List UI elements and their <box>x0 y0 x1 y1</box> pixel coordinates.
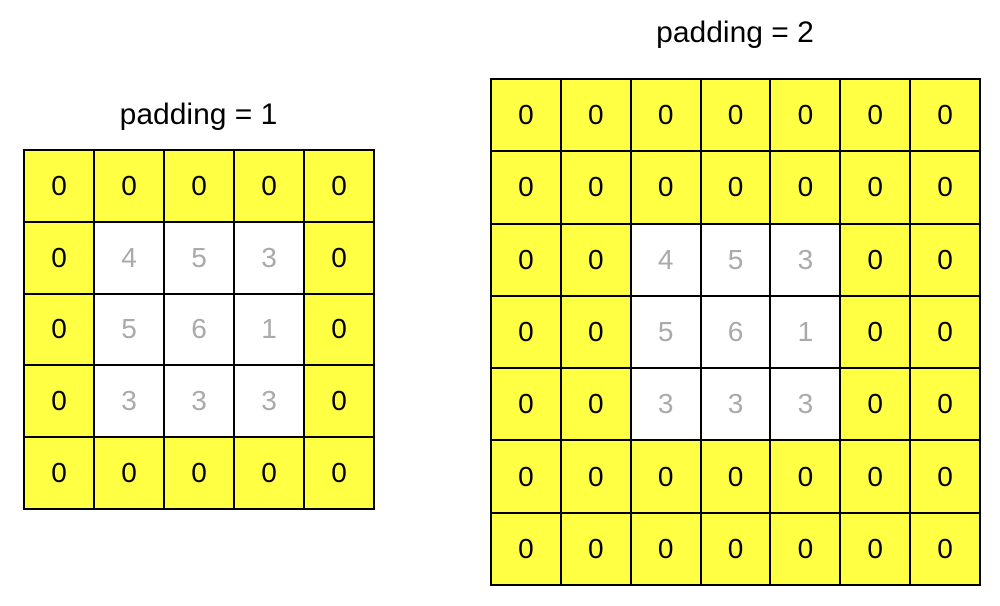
padding-cell: 0 <box>771 152 842 225</box>
padding-cell: 0 <box>701 152 772 225</box>
padding-cell: 0 <box>631 513 702 586</box>
padding-cell: 0 <box>631 80 702 153</box>
input-cell: 4 <box>631 224 702 297</box>
padding-cell: 0 <box>25 294 95 367</box>
input-cell: 3 <box>95 366 165 439</box>
padding-cell: 0 <box>841 152 912 225</box>
padding-cell: 0 <box>561 369 632 442</box>
padding-cell: 0 <box>235 438 305 510</box>
padding-cell: 0 <box>841 224 912 297</box>
padding-cell: 0 <box>911 80 981 153</box>
input-cell: 3 <box>235 366 305 439</box>
padding-cell: 0 <box>492 441 562 514</box>
padding-cell: 0 <box>911 513 981 586</box>
padding-cell: 0 <box>701 441 772 514</box>
input-cell: 1 <box>235 294 305 367</box>
input-cell: 3 <box>701 369 772 442</box>
padding-cell: 0 <box>911 224 981 297</box>
padding-cell: 0 <box>841 513 912 586</box>
padding-cell: 0 <box>771 80 842 153</box>
padding-cell: 0 <box>165 438 235 510</box>
padding-cell: 0 <box>561 296 632 370</box>
input-cell: 3 <box>631 369 702 442</box>
input-cell: 5 <box>95 294 165 367</box>
padding-cell: 0 <box>305 294 375 367</box>
padding-cell: 0 <box>305 366 375 439</box>
padding-cell: 0 <box>25 438 95 510</box>
padding-cell: 0 <box>561 441 632 514</box>
padding-cell: 0 <box>305 438 375 510</box>
padding-cell: 0 <box>492 369 562 442</box>
padding-cell: 0 <box>25 222 95 295</box>
padding-cell: 0 <box>701 513 772 586</box>
input-cell: 3 <box>771 224 842 297</box>
padding-cell: 0 <box>631 152 702 225</box>
input-cell: 3 <box>165 366 235 439</box>
padding-cell: 0 <box>492 513 562 586</box>
padding-cell: 0 <box>561 152 632 225</box>
padding-cell: 0 <box>911 296 981 370</box>
padding-cell: 0 <box>305 151 375 223</box>
padding-cell: 0 <box>771 513 842 586</box>
input-cell: 1 <box>771 296 842 370</box>
padding-cell: 0 <box>701 80 772 153</box>
input-cell: 5 <box>165 222 235 295</box>
padding-1-title: padding = 1 <box>119 98 278 131</box>
input-cell: 6 <box>165 294 235 367</box>
padding-cell: 0 <box>771 441 842 514</box>
padding-cell: 0 <box>492 152 562 225</box>
padding-cell: 0 <box>492 296 562 370</box>
padding-cell: 0 <box>561 80 632 153</box>
padding-cell: 0 <box>911 441 981 514</box>
padding-cell: 0 <box>911 369 981 442</box>
input-cell: 5 <box>701 224 772 297</box>
padding-cell: 0 <box>95 151 165 223</box>
padding-cell: 0 <box>492 80 562 153</box>
padding-cell: 0 <box>165 151 235 223</box>
padding-cell: 0 <box>841 296 912 370</box>
padding-cell: 0 <box>841 80 912 153</box>
padding-cell: 0 <box>911 152 981 225</box>
padding-cell: 0 <box>95 438 165 510</box>
input-cell: 4 <box>95 222 165 295</box>
padding-cell: 0 <box>561 513 632 586</box>
input-cell: 6 <box>701 296 772 370</box>
padding-cell: 0 <box>841 441 912 514</box>
padding-cell: 0 <box>492 224 562 297</box>
padding-cell: 0 <box>235 151 305 223</box>
input-cell: 3 <box>771 369 842 442</box>
padding-cell: 0 <box>25 151 95 223</box>
padding-2-title: padding = 2 <box>656 16 814 49</box>
padding-cell: 0 <box>305 222 375 295</box>
padding-cell: 0 <box>25 366 95 439</box>
padding-cell: 0 <box>561 224 632 297</box>
input-cell: 5 <box>631 296 702 370</box>
input-cell: 3 <box>235 222 305 295</box>
padding-cell: 0 <box>841 369 912 442</box>
padding-cell: 0 <box>631 441 702 514</box>
